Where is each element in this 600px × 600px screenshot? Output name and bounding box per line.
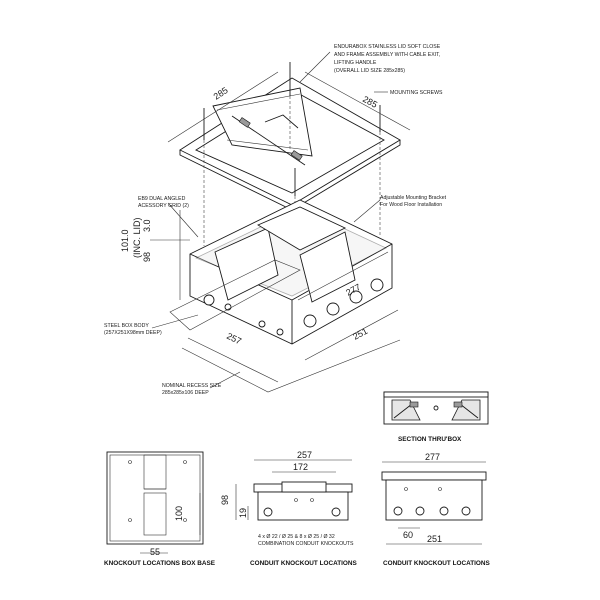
note-screws: MOUNTING SCREWS	[390, 90, 443, 96]
note-grid-2: ACESSORY GRID (2)	[138, 203, 189, 209]
caption-knockout-base: KNOCKOUT LOCATIONS BOX BASE	[104, 560, 216, 567]
notes: ENDURABOX STAINLESS LID SOFT CLOSE AND F…	[104, 44, 447, 396]
dim-c2-251: 251	[427, 534, 442, 544]
note-body-2: (257X251X98mm DEEP)	[104, 330, 162, 336]
note-lid-1: ENDURABOX STAINLESS LID SOFT CLOSE	[334, 44, 441, 50]
note-knockouts-1: 4 x Ø 22 / Ø 25 & 8 x Ø 25 / Ø 32	[258, 534, 335, 540]
note-lid-2: AND FRAME ASSEMBLY WITH CABLE EXIT,	[334, 52, 440, 58]
dim-kb-55: 55	[150, 547, 160, 557]
dim-c2-277: 277	[425, 452, 440, 462]
dim-lid-width: 285	[212, 85, 230, 102]
dim-251: 251	[351, 326, 369, 342]
note-knockouts-2: COMBINATION CONDUIT KNOCKOUTS	[258, 541, 354, 547]
note-recess-2: 285x285x106 DEEP	[162, 390, 209, 396]
caption-section: SECTION THRU'BOX	[398, 436, 462, 443]
section-view: SECTION THRU'BOX	[383, 391, 489, 443]
dim-height: 101.0	[120, 229, 130, 252]
recess-outline	[169, 259, 301, 331]
recess-base-outline	[181, 339, 401, 393]
caption-conduit-1: CONDUIT KNOCKOUT LOCATIONS	[250, 560, 357, 567]
dim-lid-thickness: 3.0	[142, 219, 152, 232]
note-bracket-2: For Wood Floor Installation	[380, 202, 442, 208]
dim-c1-98: 98	[220, 495, 230, 505]
dim-c2-60: 60	[403, 530, 413, 540]
note-grid-1: EB9 DUAL ANGLED	[138, 196, 186, 202]
dim-body-height: 98	[142, 252, 152, 262]
dim-c1-19: 19	[238, 508, 248, 518]
note-recess-1: NOMINAL RECESS SIZE	[162, 383, 222, 389]
note-lid-3: LIFTING HANDLE	[334, 60, 377, 66]
dim-c1-257: 257	[297, 450, 312, 460]
note-bracket-1: Adjustable Mounting Bracket	[380, 195, 447, 201]
box-base-view: 100 55 KNOCKOUT LOCATIONS BOX BASE	[104, 451, 216, 567]
caption-conduit-2: CONDUIT KNOCKOUT LOCATIONS	[383, 560, 490, 567]
dim-c1-172: 172	[293, 462, 308, 472]
conduit-view-2: 277 60 251 CONDUIT KNOCKOUT LOCATIONS	[381, 452, 490, 567]
note-lid-4: (OVERALL LID SIZE 285x285)	[334, 68, 405, 74]
dim-lid-depth: 285	[361, 94, 379, 110]
conduit-view-1: 257 172 98 19 4 x Ø 22 / Ø 25 & 8 x Ø 25…	[220, 450, 357, 567]
note-body-1: STEEL BOX BODY	[104, 323, 149, 329]
dim-height-note: (INC. LID)	[132, 217, 142, 258]
dim-kb-100: 100	[174, 506, 184, 521]
leaders	[151, 51, 388, 389]
